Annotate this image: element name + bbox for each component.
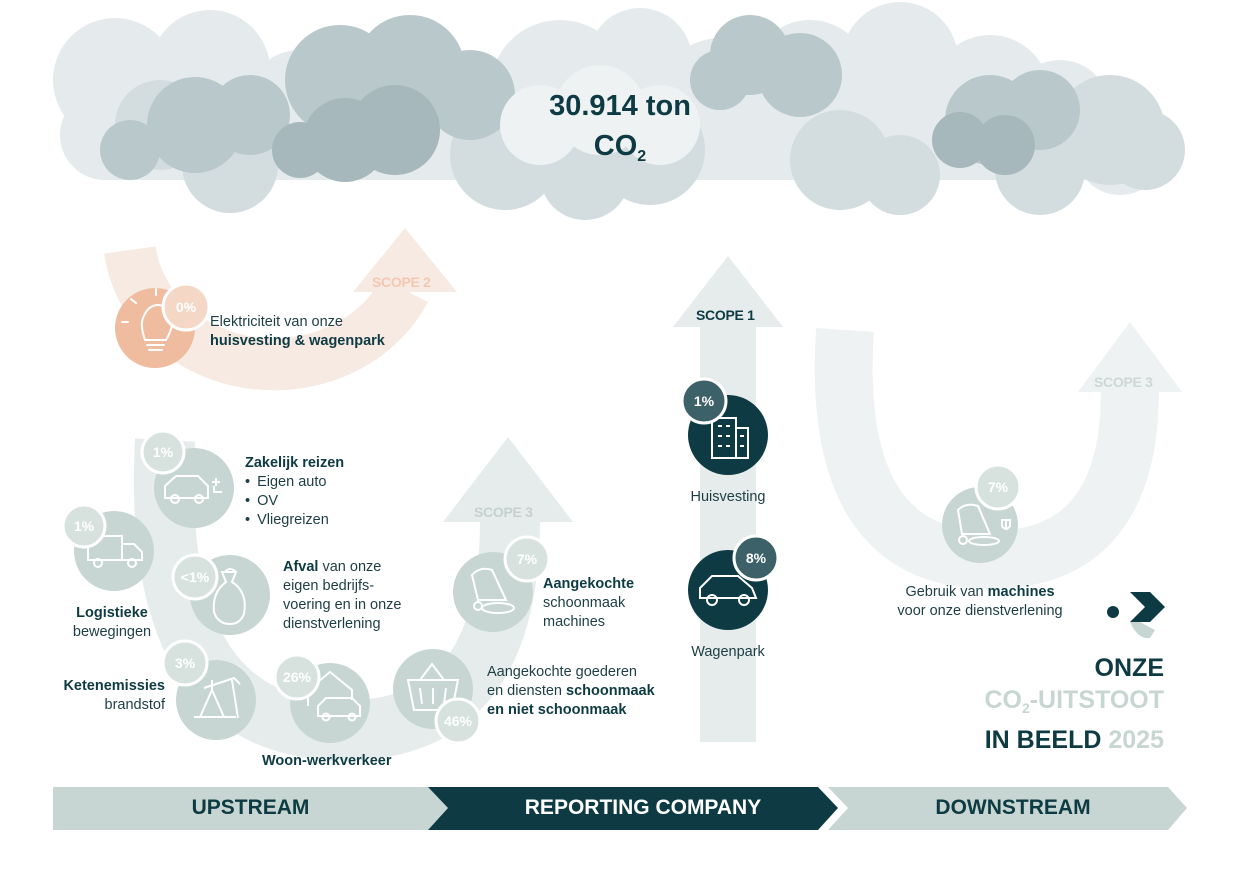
elektriciteit-pct: 0% [175, 299, 197, 315]
scope1-label: SCOPE 1 [696, 307, 755, 323]
logistiek-badge [61, 503, 154, 591]
list-item: OV [245, 492, 344, 511]
value-chain-band [53, 787, 1187, 830]
wagenpark-pct: 8% [745, 550, 767, 566]
wagenpark-label: Wagenpark [691, 644, 765, 660]
brand-title: ONZE CO2-UITSTOOT IN BEELD 2025 [984, 654, 1164, 754]
woon-werk-pct: 26% [282, 669, 312, 685]
logistiek-pct: 1% [73, 518, 95, 534]
wagenpark-badge [688, 534, 780, 630]
list-item: Eigen auto [245, 473, 344, 492]
garbage-bag-icon [212, 568, 246, 626]
ketenemissies-label: Ketenemissies brandstof [63, 678, 165, 713]
machines-gebruik-pct: 7% [987, 479, 1009, 495]
band-downstream-label: DOWNSTREAM [935, 796, 1091, 819]
electric-car-icon [164, 475, 222, 504]
downstream-segment [828, 787, 1187, 830]
aangekochte-machines-pct: 7% [516, 551, 538, 567]
office-building-icon [711, 417, 749, 459]
afval-label: Afval van onze eigen bedrijfs- voering e… [283, 559, 402, 632]
zakelijk-reizen-pct: 1% [152, 444, 174, 460]
elektriciteit-label: Elektriciteit van onze huisvesting & wag… [210, 314, 385, 349]
goederen-label: Aangekochte goederen en diensten schoonm… [487, 664, 655, 718]
car-icon [699, 575, 758, 606]
list-item: Vliegreizen [245, 511, 344, 530]
scope3-upstream-label: SCOPE 3 [474, 504, 533, 520]
oil-pump-icon [194, 676, 241, 719]
headline-unit: CO2 [593, 130, 647, 165]
huisvesting-badge [680, 377, 768, 475]
brand-logo-icon [1107, 592, 1165, 639]
aangekochte-machines-label: Aangekochte schoonmaak machines [543, 576, 635, 630]
scope3-downstream-label: SCOPE 3 [1094, 374, 1153, 390]
huisvesting-pct: 1% [693, 393, 715, 409]
zakelijk-reizen-badge [140, 429, 234, 528]
cloud-bank [53, 2, 1185, 220]
upstream-segment [53, 787, 448, 830]
scrubber-machine-icon [470, 567, 515, 614]
logistiek-label: Logistieke bewegingen [72, 605, 152, 640]
machines-gebruik-badge [942, 463, 1022, 563]
headline: 30.914 ton CO2 [515, 86, 725, 177]
zakelijk-reizen-label: Zakelijk reizen Eigen auto OV Vliegreize… [245, 454, 344, 530]
zakelijk-reizen-list: Eigen auto OV Vliegreizen [245, 473, 344, 530]
goederen-pct: 46% [443, 713, 473, 729]
band-upstream-label: UPSTREAM [191, 796, 310, 819]
machines-gebruik-label: Gebruik van machines voor onze dienstver… [897, 584, 1063, 619]
woon-werk-label: Woon-werkverkeer [262, 753, 392, 769]
reporting-company-segment [428, 787, 838, 830]
electric-scrubber-icon [956, 503, 1011, 546]
elektriciteit-badge [115, 282, 211, 368]
aangekochte-machines-badge [453, 535, 551, 632]
ketenemissies-badge [161, 639, 256, 740]
goederen-badge [393, 649, 482, 745]
scope2-label: SCOPE 2 [372, 274, 431, 290]
ketenemissies-pct: 3% [174, 655, 196, 671]
huisvesting-label: Huisvesting [690, 489, 766, 505]
band-reporting-label: REPORTING COMPANY [524, 796, 762, 819]
headline-value: 30.914 ton [549, 90, 691, 122]
afval-badge [171, 553, 270, 635]
afval-pct: <1% [180, 569, 210, 585]
woon-werk-badge [273, 653, 370, 743]
